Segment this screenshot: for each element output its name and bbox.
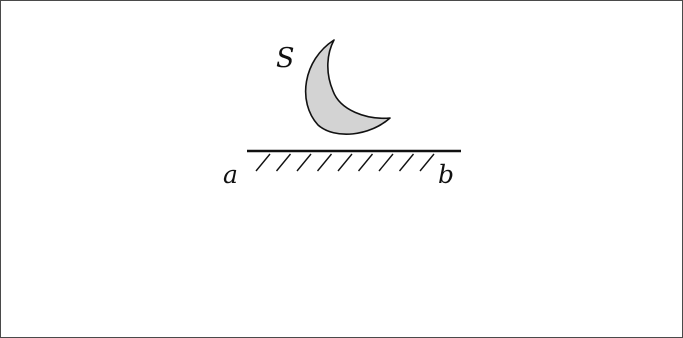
- hatch-mark: [255, 153, 271, 172]
- object-label: S: [276, 43, 295, 74]
- hatch-mark: [337, 153, 353, 172]
- hatch-mark: [419, 153, 435, 172]
- surface-left-label: a: [223, 160, 238, 189]
- crescent-object: [304, 39, 391, 135]
- surface-right-label: b: [438, 160, 454, 189]
- hatch-mark: [398, 153, 415, 172]
- hatch-mark: [378, 153, 394, 172]
- hatch-mark: [316, 153, 333, 172]
- surface-hatching: [255, 153, 435, 172]
- hatch-mark: [357, 153, 374, 172]
- hatch-mark: [275, 153, 292, 172]
- hatch-mark: [296, 153, 312, 172]
